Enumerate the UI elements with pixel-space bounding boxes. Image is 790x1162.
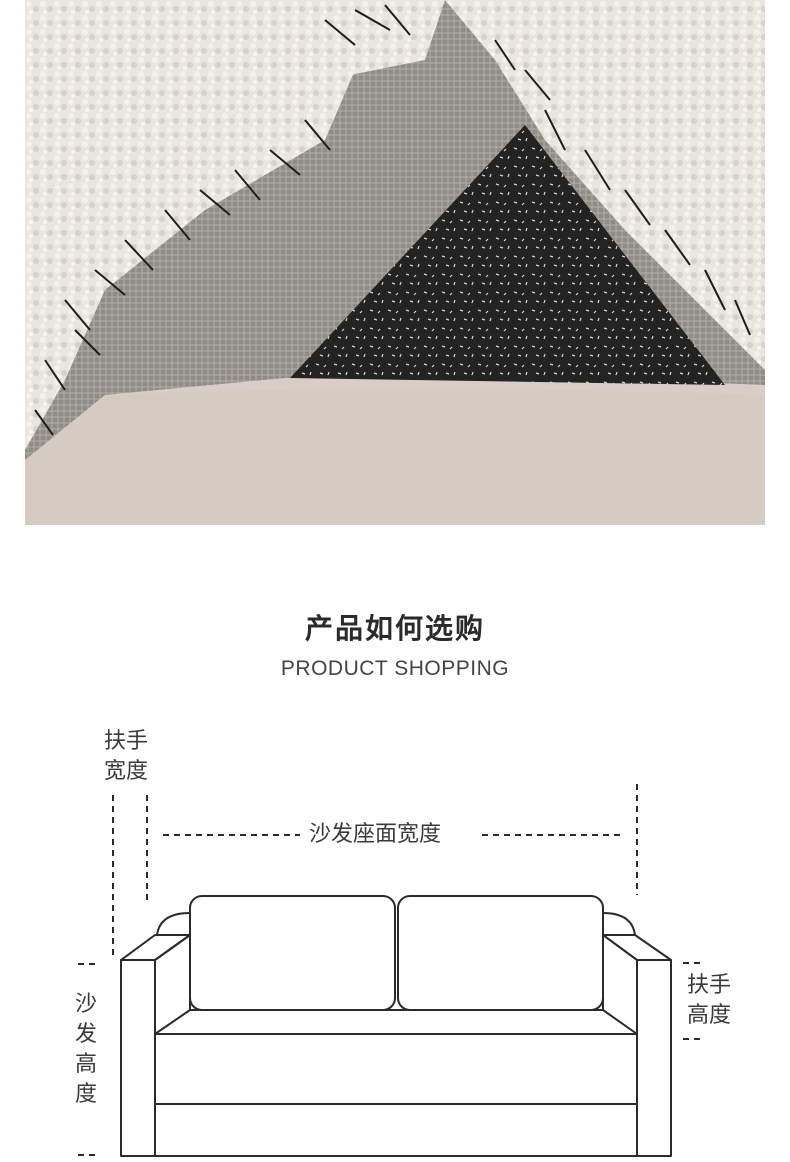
rug-photo-illustration <box>25 0 765 525</box>
sofa-height-char-1: 沙 <box>75 992 98 1017</box>
armrest-width-label-line2: 宽度 <box>104 759 149 784</box>
seat-front <box>154 1033 638 1105</box>
product-photo <box>25 0 765 525</box>
sofa-height-char-3: 高 <box>75 1052 98 1077</box>
armrest-height-label-line2: 高度 <box>687 1003 732 1028</box>
seat-top <box>154 1009 638 1035</box>
section-subtitle: PRODUCT SHOPPING <box>280 657 510 680</box>
seat-width-label: 沙发座面宽度 <box>309 822 442 847</box>
armrest-height-label: 扶手 高度 <box>687 971 731 1031</box>
left-armrest-bolster <box>156 912 191 936</box>
sofa-height-label: 沙 发 高 度 <box>75 990 97 1110</box>
right-armrest-bolster <box>602 912 636 936</box>
sofa-base <box>154 1103 638 1157</box>
right-back-cushion <box>397 895 604 1011</box>
armrest-width-label: 扶手 宽度 <box>104 727 148 787</box>
armrest-width-label-line1: 扶手 <box>104 729 149 754</box>
left-back-cushion <box>189 895 396 1011</box>
sofa-height-char-2: 发 <box>75 1022 98 1047</box>
right-arm-front <box>636 959 672 1157</box>
left-arm-top <box>120 934 191 961</box>
left-arm-front <box>120 959 156 1157</box>
sofa-height-char-4: 度 <box>75 1082 98 1107</box>
armrest-height-label-line1: 扶手 <box>687 973 732 998</box>
right-arm-top <box>602 934 672 961</box>
section-title: 产品如何选购 <box>304 612 485 645</box>
